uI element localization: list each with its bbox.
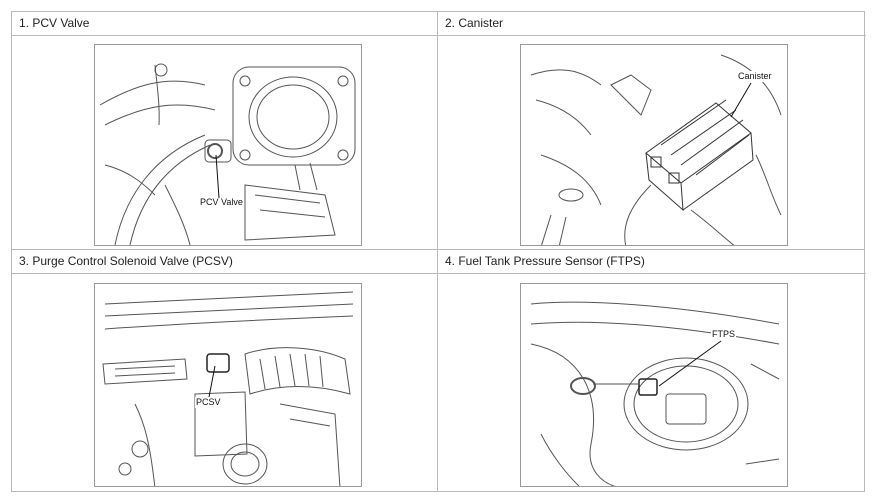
pcv-valve-drawing-icon: PCV Valve	[94, 44, 362, 246]
ftps-drawing-icon: FTPS	[520, 283, 788, 487]
panel-pcv-valve: 1. PCV Valve	[12, 12, 437, 249]
callout-label: PCSV	[195, 397, 222, 408]
row-divider	[12, 249, 864, 250]
component-location-table: 1. PCV Valve	[11, 11, 866, 493]
pcsv-drawing-icon: PCSV	[94, 283, 362, 487]
canister-drawing-icon: Canister	[520, 44, 788, 246]
panel-pcsv: 3. Purge Control Solenoid Valve (PCSV) P…	[12, 250, 437, 493]
callout-label: PCV Valve	[199, 197, 244, 208]
panel-heading: 4. Fuel Tank Pressure Sensor (FTPS)	[438, 250, 866, 274]
panel-heading: 1. PCV Valve	[12, 12, 437, 36]
panel-ftps: 4. Fuel Tank Pressure Sensor (FTPS) FTPS	[438, 250, 866, 493]
column-divider	[437, 12, 438, 491]
callout-label: Canister	[737, 71, 773, 82]
panel-heading: 2. Canister	[438, 12, 866, 36]
panel-heading: 3. Purge Control Solenoid Valve (PCSV)	[12, 250, 437, 274]
panel-canister: 2. Canister	[438, 12, 866, 249]
callout-label: FTPS	[711, 329, 737, 340]
